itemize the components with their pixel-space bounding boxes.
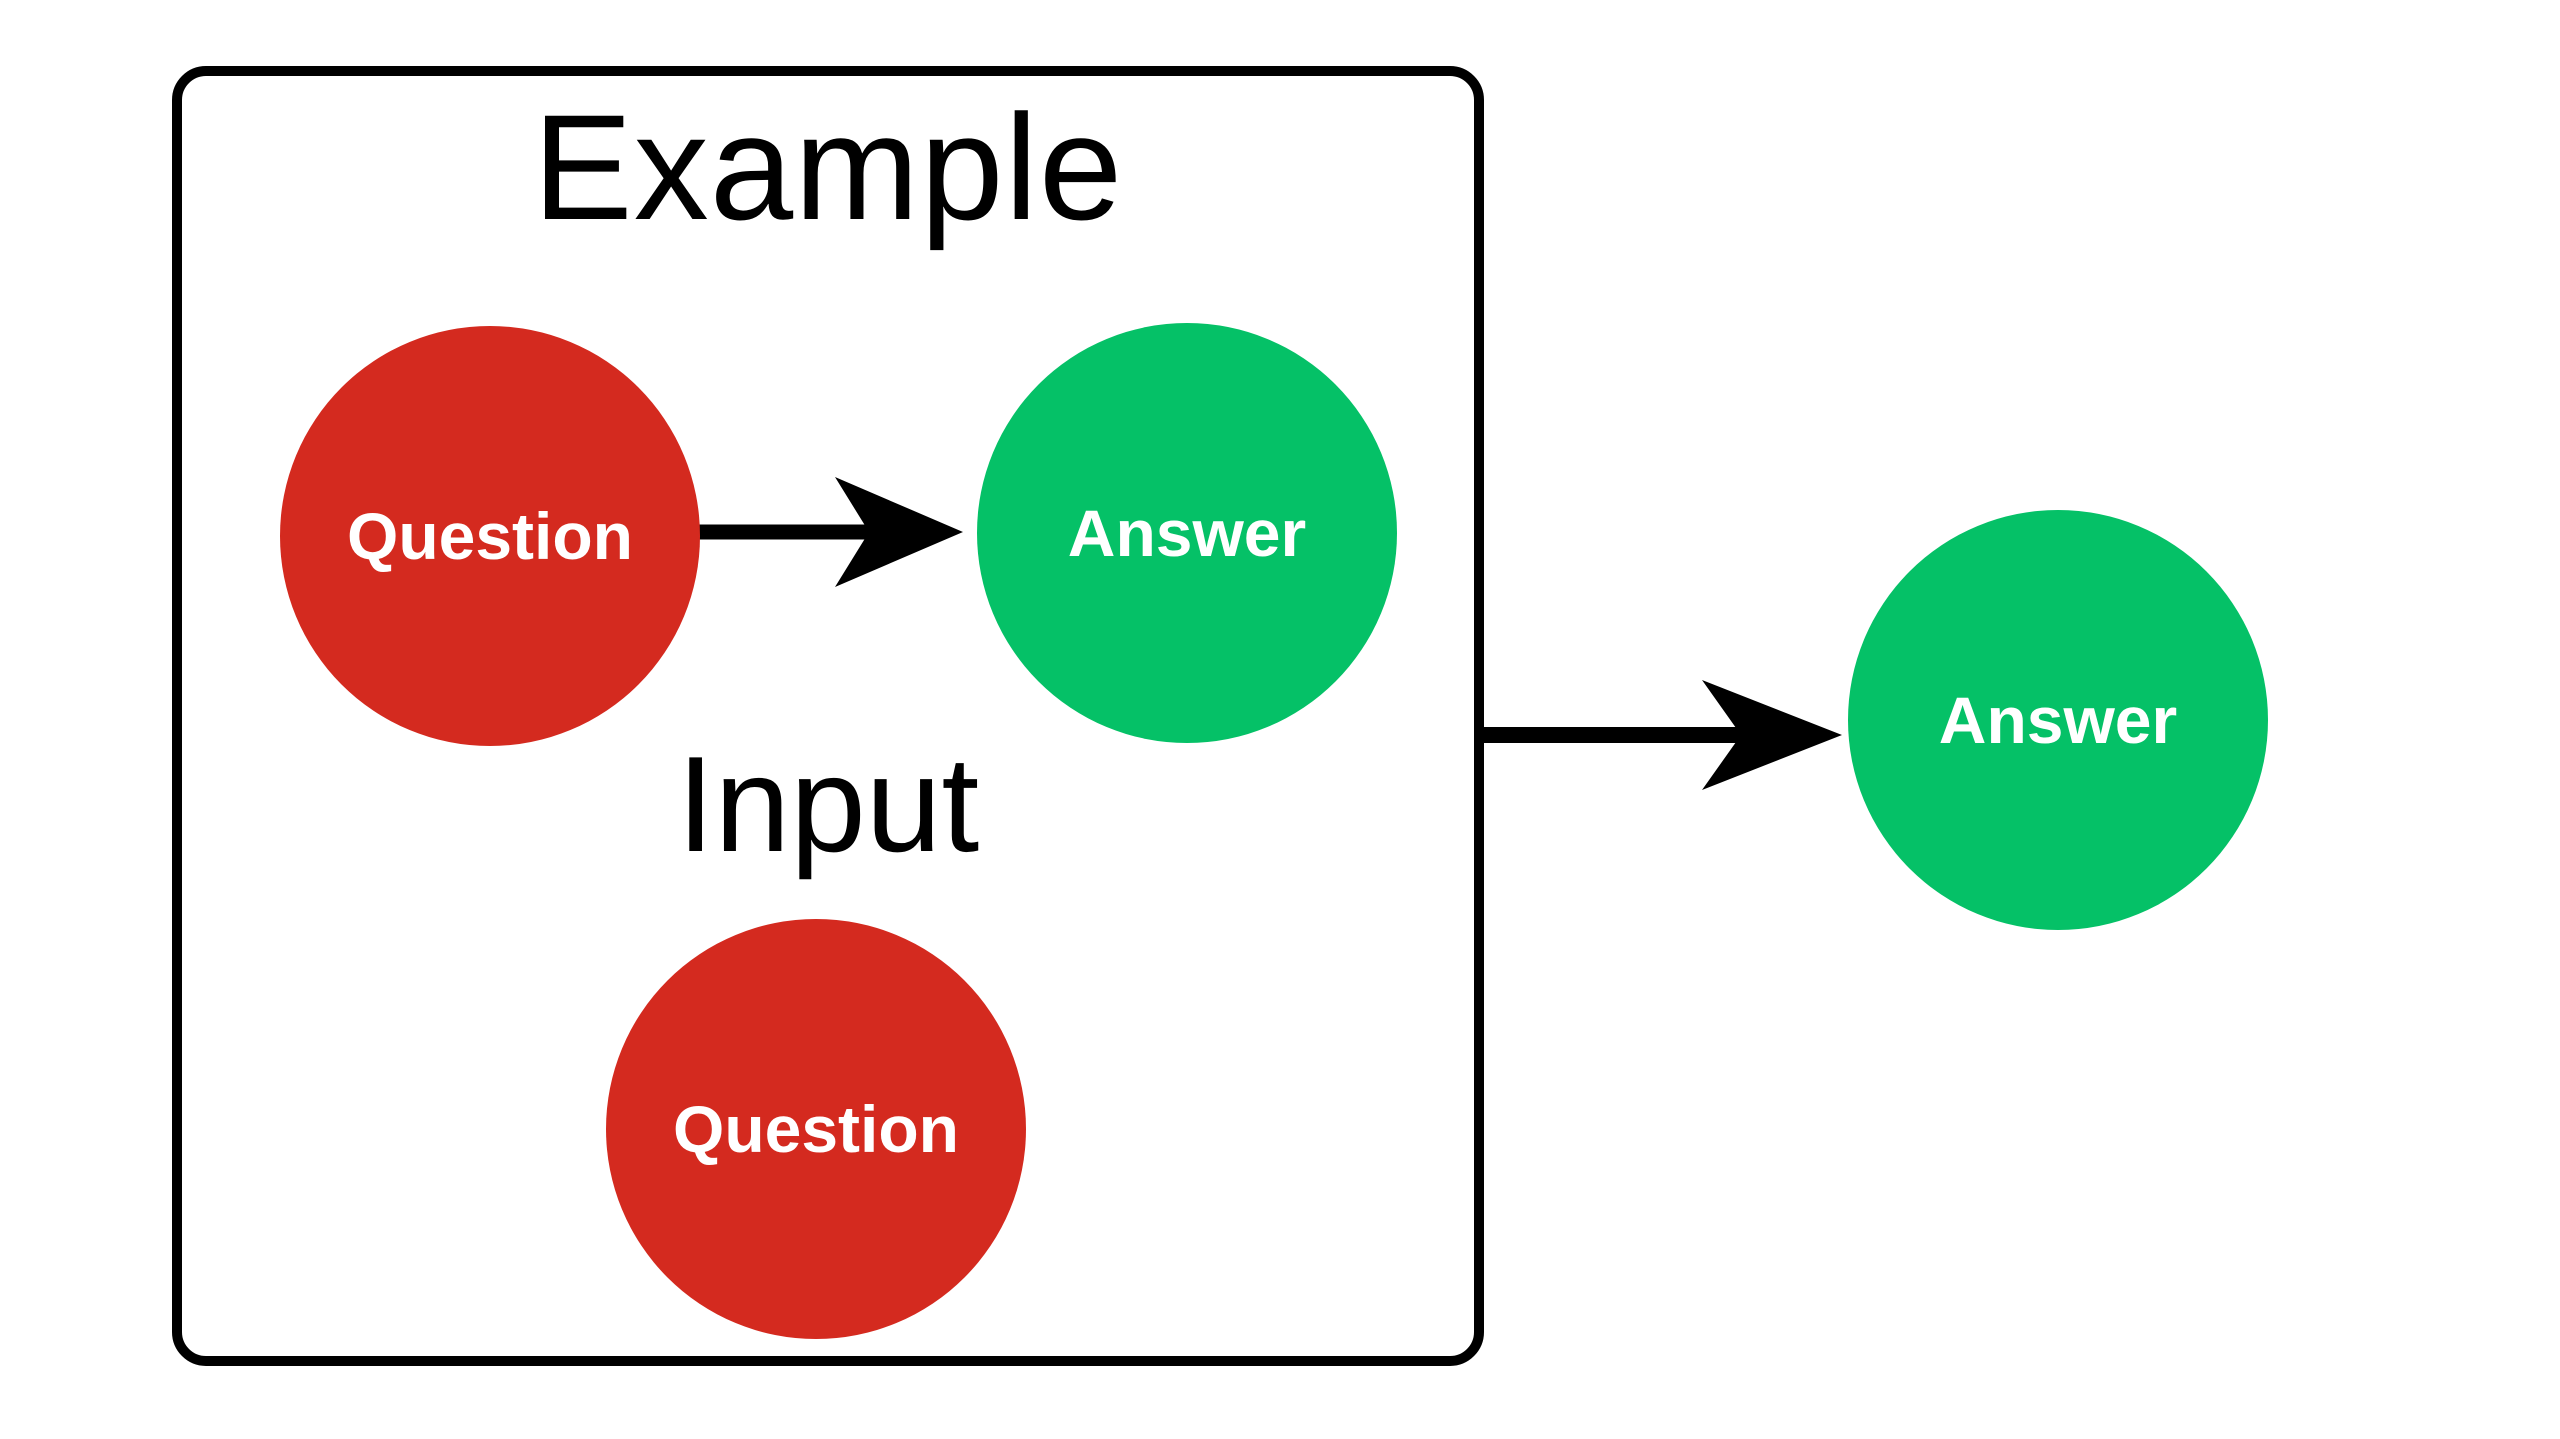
node-example-answer: Answer — [977, 323, 1397, 743]
example-group-title: Example — [532, 83, 1124, 251]
node-example-question: Question — [280, 326, 700, 746]
arrowhead-icon — [1702, 680, 1842, 790]
arrow-box-to-answer — [1479, 680, 1842, 790]
example-group-box — [172, 66, 1484, 1366]
node-label: Answer — [1938, 683, 2178, 757]
node-label: Question — [672, 1092, 959, 1166]
node-label: Question — [346, 499, 633, 573]
input-section-label: Input — [676, 728, 980, 880]
node-label: Answer — [1067, 496, 1307, 570]
node-input-question: Question — [606, 919, 1026, 1339]
node-output-answer: Answer — [1848, 510, 2268, 930]
